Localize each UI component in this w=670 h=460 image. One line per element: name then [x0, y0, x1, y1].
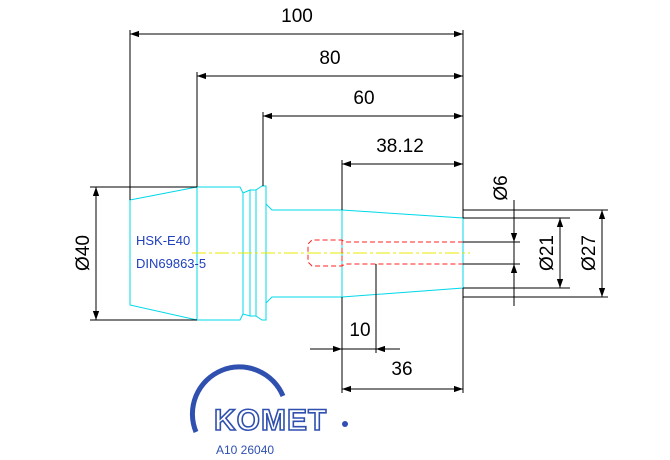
dim-100: 100 — [281, 6, 313, 27]
hsk-taper — [129, 186, 198, 321]
komet-logo: KOMET — [189, 364, 348, 438]
dim-d40: Ø40 — [73, 235, 94, 271]
dim-60: 60 — [353, 88, 374, 109]
dim-80: 80 — [319, 48, 340, 69]
logo-arc-icon — [189, 364, 286, 433]
registered-mark-icon — [342, 421, 348, 427]
standard-label: DIN69863-5 — [136, 256, 206, 271]
dim-36: 36 — [391, 359, 412, 380]
dim-10: 10 — [349, 320, 370, 341]
dim-d27: Ø27 — [579, 235, 600, 271]
dimension-lines — [90, 30, 608, 393]
dim-38-12: 38.12 — [376, 136, 424, 157]
hidden-bore — [307, 239, 463, 267]
interface-label: HSK-E40 — [136, 233, 190, 248]
part-number: A10 26040 — [216, 443, 274, 457]
dim-d6: Ø6 — [491, 175, 512, 200]
dim-d21: Ø21 — [537, 235, 558, 271]
logo-text: KOMET — [214, 404, 327, 437]
